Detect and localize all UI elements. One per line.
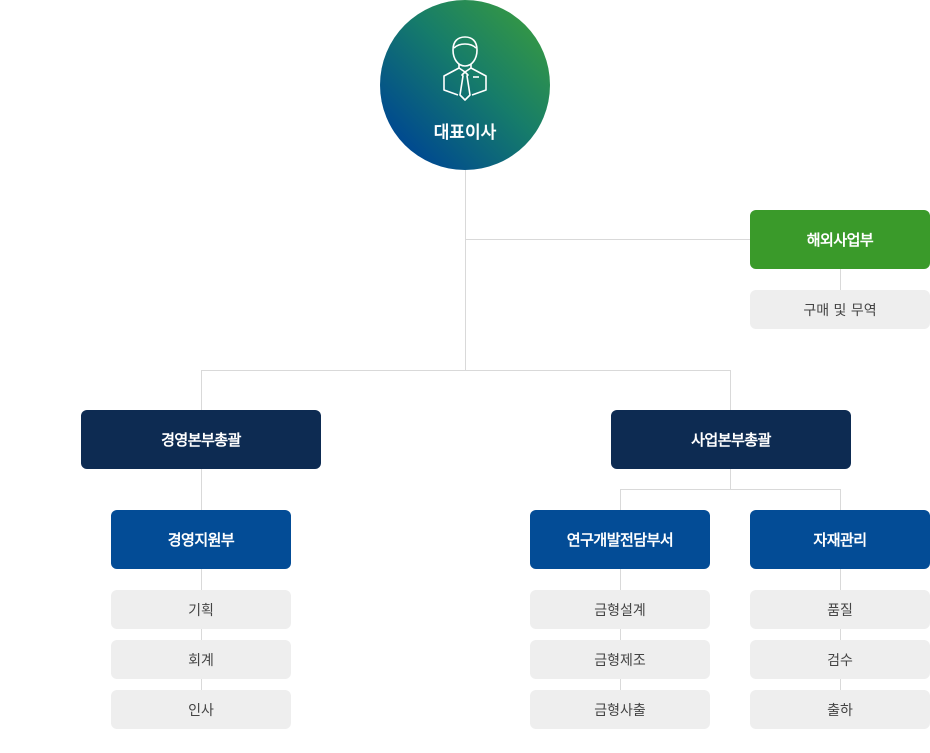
dept-item: 검수: [750, 640, 930, 679]
dept-item: 금형설계: [530, 590, 710, 629]
overseas-division: 해외사업부: [750, 210, 930, 269]
dept-item: 금형제조: [530, 640, 710, 679]
management-headquarters: 경영본부총괄: [81, 410, 321, 469]
dept-item: 출하: [750, 690, 930, 729]
materials-dept: 자재관리: [750, 510, 930, 569]
business-headquarters: 사업본부총괄: [611, 410, 851, 469]
dept-item: 기획: [111, 590, 291, 629]
dept-item: 회계: [111, 640, 291, 679]
connector-line: [840, 269, 841, 290]
rnd-dept: 연구개발전담부서: [530, 510, 710, 569]
connector-line: [465, 239, 750, 240]
connector-line: [465, 170, 466, 370]
overseas-item: 구매 및 무역: [750, 290, 930, 329]
management-support-dept: 경영지원부: [111, 510, 291, 569]
businessman-icon: [443, 36, 487, 101]
ceo-label: 대표이사: [433, 123, 497, 143]
connector-line: [620, 489, 841, 490]
dept-item: 인사: [111, 690, 291, 729]
dept-item: 품질: [750, 590, 930, 629]
connector-line: [201, 370, 731, 371]
ceo-node: 대표이사: [380, 0, 550, 170]
dept-item: 금형사출: [530, 690, 710, 729]
